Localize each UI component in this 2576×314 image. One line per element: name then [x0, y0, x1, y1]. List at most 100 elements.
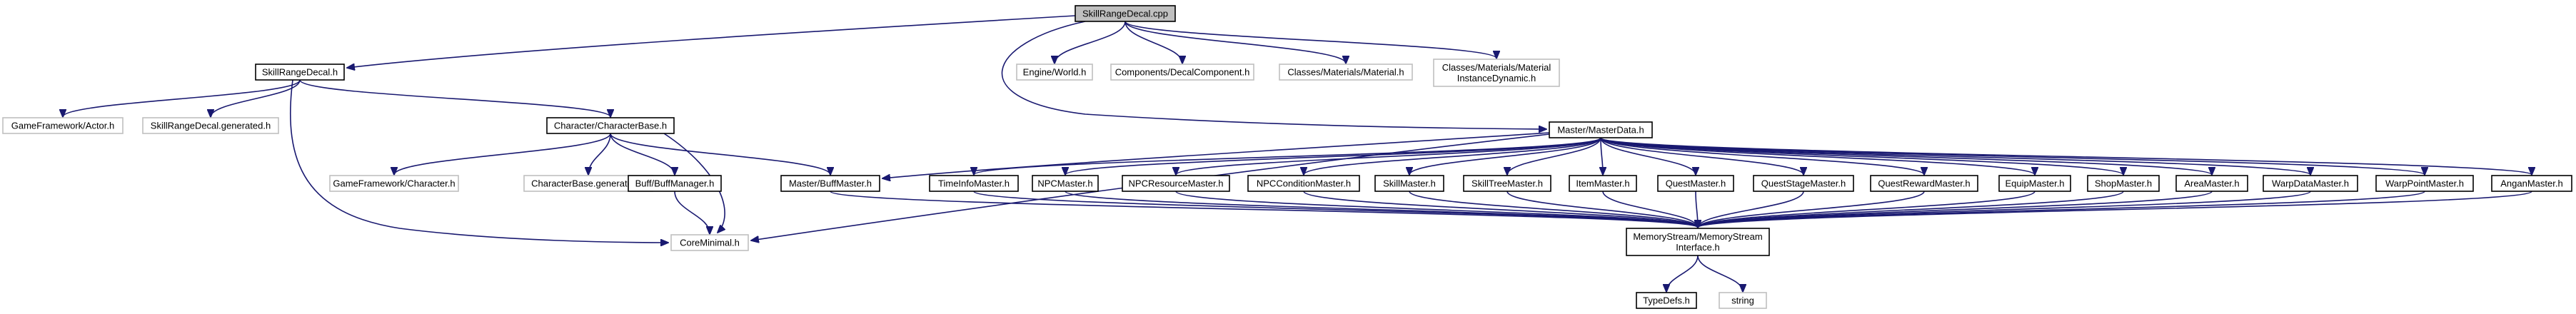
node-area-master[interactable]: AreaMaster.h: [2175, 175, 2248, 192]
edge-shop-master-to-memorystream: [1698, 191, 2124, 228]
node-character-base[interactable]: Character/CharacterBase.h: [546, 117, 675, 134]
edge-master-data-to-equip-master: [1600, 137, 2035, 175]
node-label: Classes/Materials/Material.h: [1287, 67, 1404, 78]
edge-skillrangedecal-cpp-to-decal-component: [1125, 21, 1182, 64]
edge-master-data-to-timeinfo-master: [974, 137, 1601, 175]
node-box: [780, 175, 880, 192]
edge-npc-resource-master-to-memorystream: [1175, 191, 1698, 228]
edge-item-master-to-memorystream: [1602, 191, 1698, 228]
node-skill-master[interactable]: SkillMaster.h: [1374, 175, 1444, 192]
node-box: [329, 175, 459, 192]
node-string: string: [1719, 292, 1767, 309]
node-queststage-master[interactable]: QuestStageMaster.h: [1753, 175, 1854, 192]
node-label: Master/MasterData.h: [1557, 125, 1644, 136]
edge-master-data-to-warpdata-master: [1600, 137, 2310, 175]
node-label: SkillRangeDecal.cpp: [1082, 9, 1168, 19]
edge-equip-master-to-memorystream: [1698, 191, 2036, 228]
node-label: AnganMaster.h: [2500, 178, 2562, 189]
edge-character-base-to-characterbase-generated: [588, 133, 611, 175]
node-box: [2263, 175, 2358, 192]
edge-timeinfo-master-to-memorystream: [973, 191, 1698, 228]
node-box: [2175, 175, 2248, 192]
node-timeinfo-master[interactable]: TimeInfoMaster.h: [929, 175, 1019, 192]
node-quest-master[interactable]: QuestMaster.h: [1657, 175, 1734, 192]
node-character-h: GameFramework/Character.h: [329, 175, 459, 192]
node-box: [2, 117, 124, 134]
edge-memorystream-to-string: [1697, 255, 1743, 292]
node-label: EquipMaster.h: [2005, 178, 2064, 189]
edge-master-data-to-npc-master: [1065, 137, 1601, 175]
node-label: TimeInfoMaster.h: [938, 178, 1010, 189]
edge-buff-manager-to-core-minimal: [674, 191, 710, 234]
edge-skillrangedecal-cpp-to-material-h: [1125, 21, 1346, 64]
node-questreward-master[interactable]: QuestRewardMaster.h: [1870, 175, 1978, 192]
node-box: [1549, 121, 1653, 138]
edge-skillrangedecal-cpp-to-master-data: [1001, 21, 1546, 129]
node-warppoint-master[interactable]: WarpPointMaster.h: [2375, 175, 2474, 192]
node-box: [929, 175, 1019, 192]
node-box: [2375, 175, 2474, 192]
node-shop-master[interactable]: ShopMaster.h: [2087, 175, 2160, 192]
edge-master-data-to-npc-condition-master: [1304, 137, 1601, 175]
node-box: [670, 234, 749, 251]
node-label: CoreMinimal.h: [680, 238, 740, 248]
node-box: [1247, 175, 1360, 192]
node-equip-master[interactable]: EquipMaster.h: [1998, 175, 2071, 192]
edge-master-data-to-npc-resource-master: [1176, 137, 1601, 175]
node-box: [255, 64, 345, 81]
node-box: [1075, 5, 1176, 22]
edge-quest-master-to-memorystream: [1696, 191, 1698, 228]
node-buff-master[interactable]: Master/BuffMaster.h: [780, 175, 880, 192]
node-master-data[interactable]: Master/MasterData.h: [1549, 121, 1653, 138]
node-label: QuestRewardMaster.h: [1878, 178, 1970, 189]
node-npc-resource-master[interactable]: NPCResourceMaster.h: [1122, 175, 1230, 192]
node-label: NPCMaster.h: [1037, 178, 1092, 189]
node-actor-h: GameFramework/Actor.h: [2, 117, 124, 134]
node-label: Classes/Materials/Material: [1442, 62, 1551, 73]
node-label: TypeDefs.h: [1643, 295, 1690, 306]
node-box: [628, 175, 722, 192]
node-box: [546, 117, 675, 134]
node-label: SkillRangeDecal.generated.h: [151, 121, 271, 131]
node-npc-condition-master[interactable]: NPCConditionMaster.h: [1247, 175, 1360, 192]
node-label: AreaMaster.h: [2184, 178, 2239, 189]
node-typedefs[interactable]: TypeDefs.h: [1636, 292, 1697, 309]
edge-angan-master-to-memorystream: [1698, 191, 2532, 228]
node-label: Components/DecalComponent.h: [1115, 67, 1250, 78]
node-material-instance-dynamic: Classes/Materials/MaterialInstanceDynami…: [1433, 59, 1560, 87]
node-label: GameFramework/Actor.h: [11, 121, 115, 131]
node-label: NPCConditionMaster.h: [1257, 178, 1351, 189]
edge-skill-master-to-memorystream: [1409, 191, 1698, 228]
node-box: [1657, 175, 1734, 192]
node-label: ShopMaster.h: [2095, 178, 2152, 189]
node-box: [142, 117, 279, 134]
node-npc-master[interactable]: NPCMaster.h: [1032, 175, 1099, 192]
node-label: SkillMaster.h: [1383, 178, 1436, 189]
edge-master-data-to-questreward-master: [1600, 137, 1924, 175]
node-label: string: [1731, 295, 1754, 306]
node-skillrangedecal-generated: SkillRangeDecal.generated.h: [142, 117, 279, 134]
edge-character-base-to-buff-manager: [610, 133, 675, 175]
node-skillrangedecal-h[interactable]: SkillRangeDecal.h: [255, 64, 345, 81]
edge-character-base-to-character-h: [394, 133, 611, 175]
node-label: NPCResourceMaster.h: [1129, 178, 1224, 189]
node-box: [1433, 59, 1560, 87]
node-box: [1998, 175, 2071, 192]
node-warpdata-master[interactable]: WarpDataMaster.h: [2263, 175, 2358, 192]
node-core-minimal: CoreMinimal.h: [670, 234, 749, 251]
node-label: Character/CharacterBase.h: [554, 121, 667, 131]
edge-master-data-to-shop-master: [1600, 137, 2123, 175]
edge-master-data-to-core-minimal: [751, 133, 1550, 240]
node-buff-manager[interactable]: Buff/BuffManager.h: [628, 175, 722, 192]
node-box: [2491, 175, 2572, 192]
node-label: ItemMaster.h: [1576, 178, 1629, 189]
node-label: QuestStageMaster.h: [1761, 178, 1846, 189]
node-skilltree-master[interactable]: SkillTreeMaster.h: [1463, 175, 1551, 192]
node-box: [1032, 175, 1099, 192]
node-engine-world: Engine/World.h: [1016, 64, 1093, 81]
node-angan-master[interactable]: AnganMaster.h: [2491, 175, 2572, 192]
node-item-master[interactable]: ItemMaster.h: [1569, 175, 1637, 192]
node-skillrangedecal-cpp: SkillRangeDecal.cpp: [1075, 5, 1176, 22]
